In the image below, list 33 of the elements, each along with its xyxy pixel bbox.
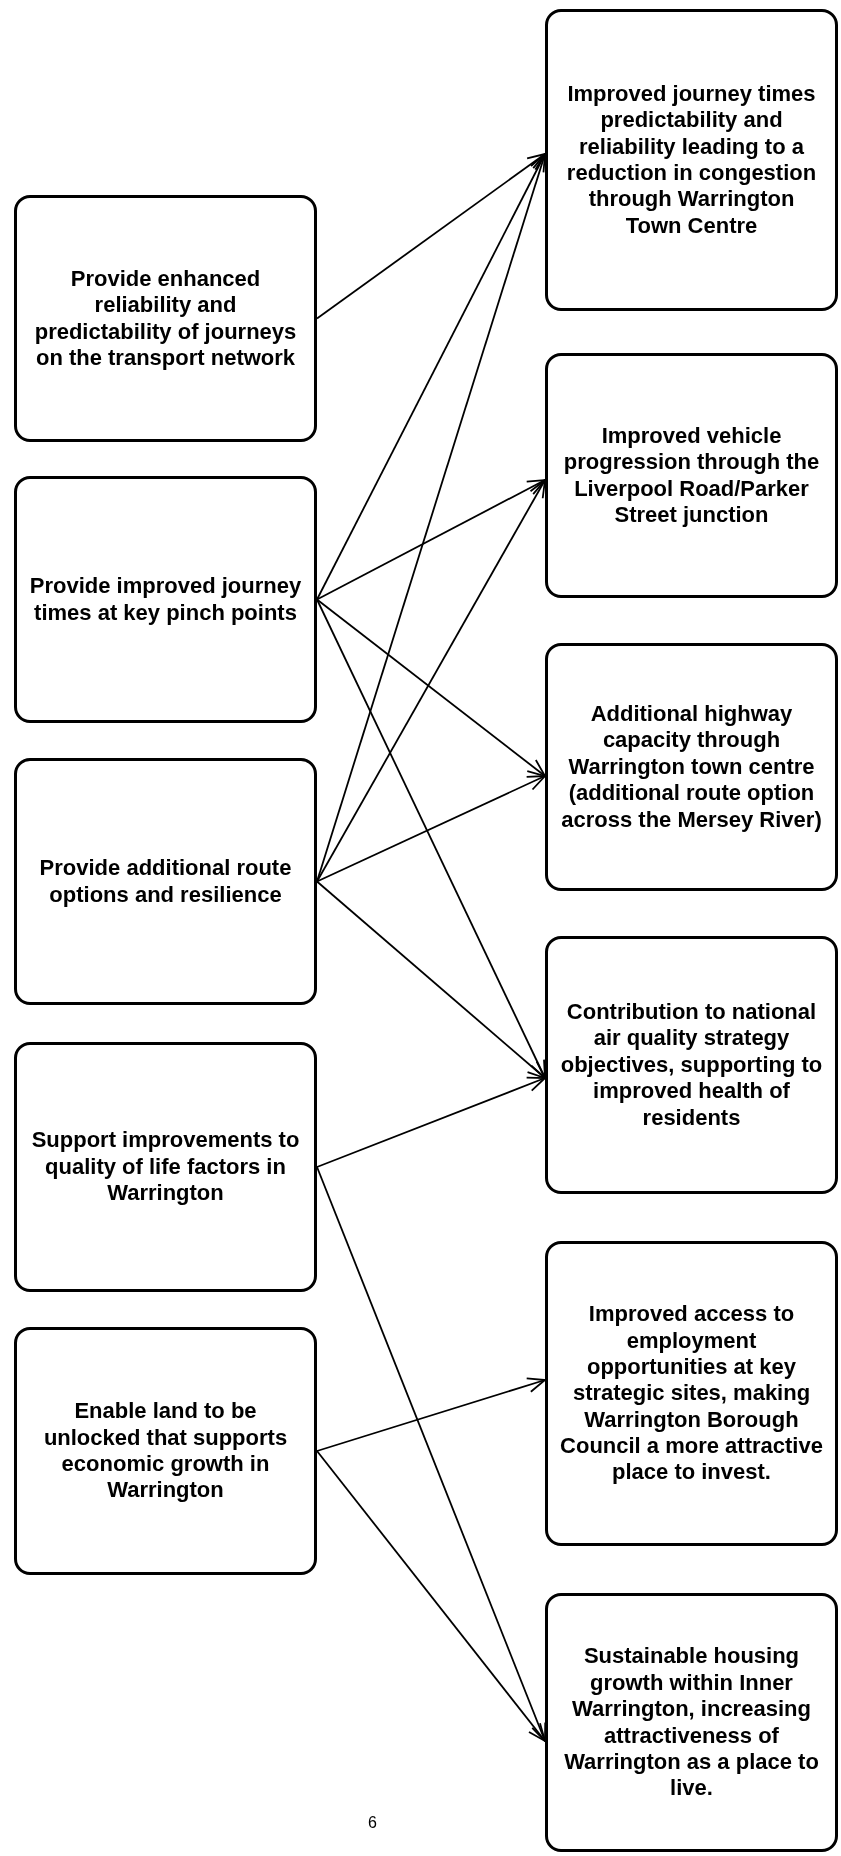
- arrow: [316, 1076, 546, 1168]
- page-number: 6: [368, 1814, 377, 1832]
- arrow: [316, 479, 546, 883]
- box-text: Improved access to employment opportunities at key strategic sites, making Warrington Borough Council a more attractive place to invest.: [559, 1301, 824, 1486]
- box-text: Sustainable housing growth within Inner Warrington, increasing attractiveness of Warrington as a place to live.: [563, 1643, 820, 1802]
- box-text: Provide improved journey times at key pinch points: [28, 573, 303, 626]
- text-box: [545, 1593, 838, 1852]
- box-text: Additional highway capacity through Warrington town centre (additional route option across the Mersey River): [560, 701, 823, 833]
- text-box: [14, 1327, 317, 1575]
- text-box: [14, 476, 317, 723]
- arrow: [316, 153, 546, 601]
- arrow: [316, 1450, 546, 1742]
- arrow: [316, 598, 546, 777]
- box-text: Improved vehicle progression through the Liverpool Road/Parker Street junction: [562, 422, 821, 529]
- text-box: [14, 758, 317, 1005]
- box-text: Improved journey times predictability and reliability leading to a reduction in congestion through Warrington Town Centre: [565, 80, 818, 240]
- text-box: [545, 936, 838, 1194]
- box-text: Contribution to national air quality strategy objectives, supporting to improved health of residents: [559, 999, 824, 1131]
- text-box: [545, 9, 838, 311]
- box-text: Enable land to be unlocked that supports economic growth in Warrington: [42, 1398, 289, 1504]
- text-box: [545, 353, 838, 598]
- arrow: [316, 1377, 546, 1452]
- text-box: [14, 195, 317, 442]
- arrow: [316, 880, 546, 1079]
- arrow: [316, 479, 546, 601]
- text-box: [545, 1241, 838, 1546]
- arrow: [316, 775, 546, 883]
- box-text: Provide enhanced reliability and predictability of journeys on the transport network: [33, 265, 298, 372]
- text-box: [545, 643, 838, 891]
- box-text: Support improvements to quality of life factors in Warrington: [30, 1127, 301, 1207]
- text-box: [14, 1042, 317, 1292]
- box-text: Provide additional route options and resilience: [38, 855, 293, 908]
- arrow: [316, 153, 546, 320]
